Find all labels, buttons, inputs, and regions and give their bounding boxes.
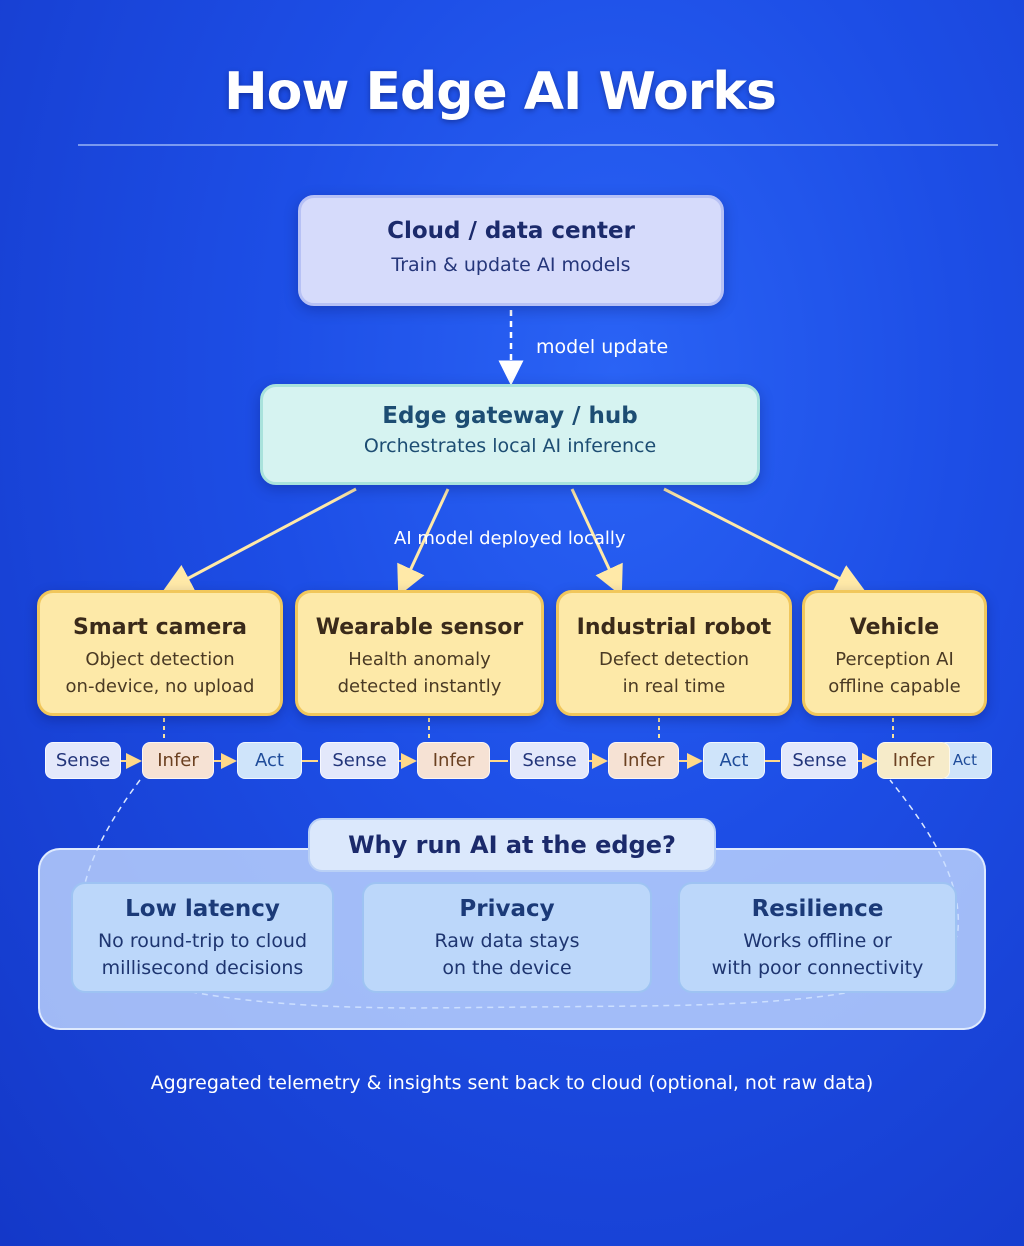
cloud-node: Cloud / data center Train & update AI mo…	[298, 195, 724, 306]
step-act: Act	[703, 742, 765, 779]
deploy-arrow-camera	[162, 487, 357, 593]
device-title: Wearable sensor	[315, 615, 524, 640]
step-infer: Infer	[417, 742, 490, 779]
step-sense: Sense	[510, 742, 589, 779]
device-title: Smart camera	[72, 615, 248, 640]
device-title: Vehicle	[849, 615, 940, 640]
page-title: How Edge AI Works	[224, 62, 777, 122]
deploy-arrow-robot	[570, 488, 623, 597]
step-sense: Sense	[320, 742, 399, 779]
hub-title: Edge gateway / hub	[382, 403, 638, 429]
deploy-arrow-wearable	[397, 488, 450, 597]
cloud-subtitle: Train & update AI models	[391, 254, 631, 276]
model-update-label: model update	[536, 336, 669, 358]
step-infer: Infer	[877, 742, 950, 779]
deployed-label: AI model deployed locally	[394, 528, 626, 549]
benefit-title: Low latency	[125, 896, 280, 922]
why-edge-title: Why run AI at the edge?	[308, 818, 716, 872]
benefit-title: Privacy	[459, 896, 555, 922]
deploy-arrow-vehicle	[663, 487, 867, 593]
title-divider	[78, 144, 998, 146]
hub-node: Edge gateway / hub Orchestrates local AI…	[260, 384, 760, 485]
footer-note: Aggregated telemetry & insights sent bac…	[150, 1072, 874, 1094]
step-infer: Infer	[608, 742, 679, 779]
hub-subtitle: Orchestrates local AI inference	[363, 435, 657, 457]
benefit-title: Resilience	[751, 896, 884, 922]
step-sense: Sense	[781, 742, 858, 779]
cloud-title: Cloud / data center	[387, 218, 635, 244]
step-act: Act	[237, 742, 302, 779]
step-sense: Sense	[45, 742, 121, 779]
device-title: Industrial robot	[576, 615, 772, 640]
step-infer: Infer	[142, 742, 214, 779]
